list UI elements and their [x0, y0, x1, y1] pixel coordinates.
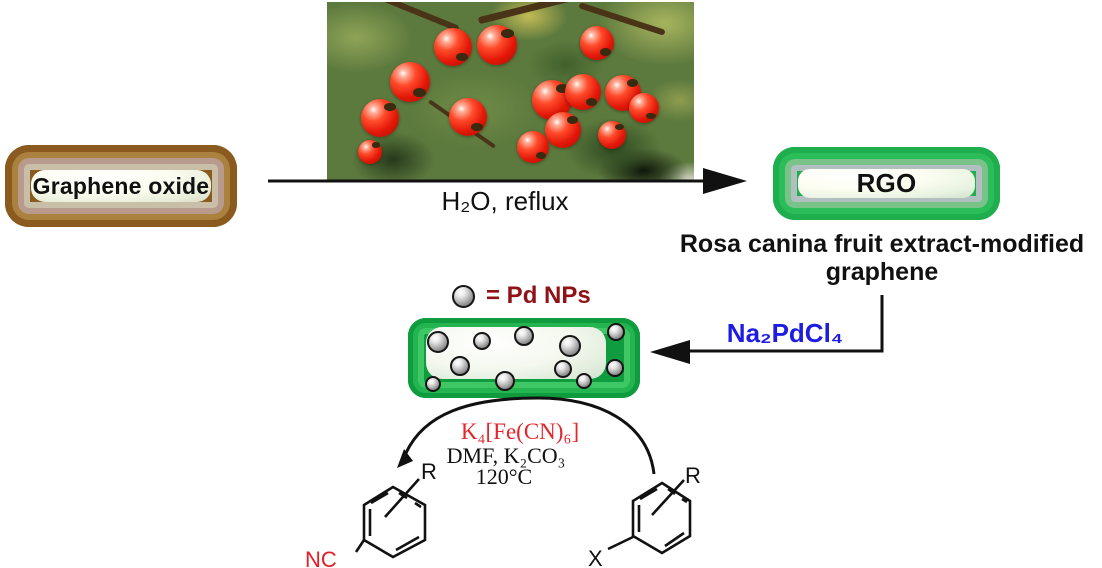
rosehip-berry	[361, 99, 399, 137]
pd-nps-legend-label: = Pd NPs	[486, 282, 591, 309]
halide-bond	[607, 535, 634, 551]
graphene-oxide-label: Graphene oxide	[32, 172, 210, 199]
pd-sphere-legend-icon	[452, 285, 475, 308]
product-benzonitrile-structure	[354, 478, 427, 559]
berry-calyx	[456, 53, 469, 62]
rosehip-berry	[434, 28, 472, 66]
rgo-box: RGO	[773, 147, 1000, 220]
rosehip-berry	[598, 121, 626, 149]
step1-condition-label: H₂O, reflux	[441, 186, 569, 216]
berry-calyx	[556, 84, 569, 93]
berry-calyx	[372, 142, 381, 148]
substrate-aryl-halide-structure	[607, 479, 692, 555]
step1-arrow	[268, 168, 747, 194]
rgo-caption-line2: graphene	[825, 258, 939, 286]
rosehip-berry	[517, 131, 549, 163]
pd-nanoparticle	[607, 323, 625, 341]
go-box-highlight	[31, 170, 211, 202]
pd-nanoparticle	[495, 371, 515, 391]
pd-nanoparticle	[514, 326, 534, 346]
step2-elbow-arrow	[650, 295, 884, 364]
rosehip-berry	[545, 112, 581, 148]
solvent-base-label: DMF, K₂CO₃	[446, 443, 566, 468]
temperature-label: 120°C	[475, 464, 533, 489]
cyanation-arc-arrow	[397, 396, 656, 475]
berry-calyx	[471, 123, 484, 132]
rgo-caption: Rosa canina fruit extract-modified graph…	[662, 230, 1102, 286]
berry-calyx	[599, 48, 611, 56]
berry-calyx	[413, 88, 426, 98]
berry-calyx	[585, 97, 598, 106]
substrate-r-label: R	[685, 463, 701, 488]
rosehip-berry	[477, 25, 517, 65]
pd-nanoparticle	[427, 331, 449, 353]
pd-nanoparticle	[450, 356, 470, 376]
halide-x-label: X	[588, 546, 603, 568]
nitrile-bond	[354, 539, 366, 553]
rgo-label: RGO	[856, 168, 917, 198]
pd-graphene-box	[408, 318, 640, 398]
rosehip-berry	[580, 26, 614, 60]
pd-nanoparticle	[606, 359, 624, 377]
rosehip-berry	[629, 93, 659, 123]
rosehip-berry	[358, 140, 382, 164]
berry-calyx	[535, 152, 546, 160]
berry-calyx	[626, 78, 639, 87]
rgo-box-highlight	[798, 169, 975, 198]
nitrile-group-label: NC	[305, 547, 337, 568]
berry-calyx	[501, 29, 514, 38]
rosehip-berry	[449, 98, 487, 136]
step2-reagent-label: Na₂PdCl₄	[726, 318, 844, 348]
variable-r-bond	[651, 479, 685, 516]
berry-calyx	[614, 123, 624, 130]
berry-calyx	[566, 115, 579, 124]
rosehip-berry	[565, 74, 601, 110]
pd-nanoparticle	[559, 335, 581, 357]
graphene-oxide-box: Graphene oxide	[5, 145, 237, 227]
rosehip-berry	[390, 62, 430, 102]
rosa-canina-photo	[327, 2, 694, 181]
pd-nanoparticle	[425, 376, 441, 392]
variable-r-bond	[384, 478, 420, 518]
rgo-caption-line1: Rosa canina fruit extract-modified	[679, 230, 1085, 258]
pd-nanoparticle	[473, 332, 491, 350]
cyanide-reagent-label: K₄[Fe(CN)₆]	[460, 419, 580, 444]
product-r-label: R	[421, 459, 437, 484]
berry-calyx	[383, 102, 396, 112]
berry-calyx	[646, 112, 656, 120]
pd-nanoparticle	[554, 360, 572, 378]
pd-nanoparticle	[576, 373, 592, 389]
